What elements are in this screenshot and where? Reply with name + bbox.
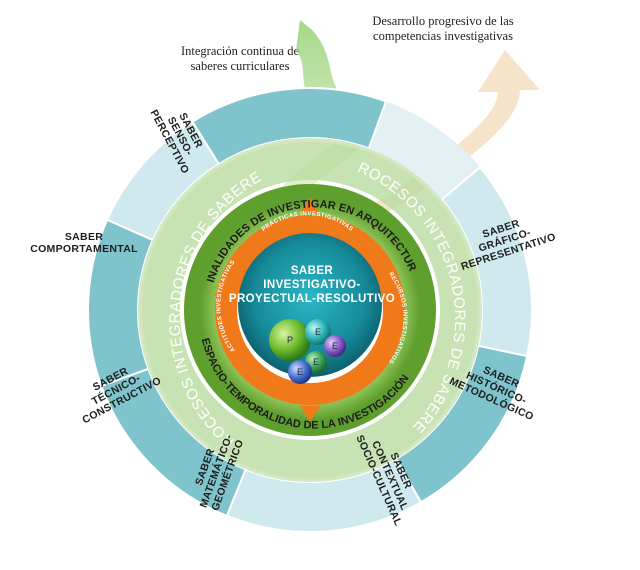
sphere-e-purple-label: E <box>332 341 338 351</box>
sector-label-line: SABER <box>65 231 103 243</box>
curricular-integration-note: Integración continua de saberes curricul… <box>180 44 299 73</box>
sphere-e-teal-label: E <box>315 327 321 337</box>
center-title-line-2: INVESTIGATIVO- <box>263 279 360 291</box>
sphere-e-green-label: E <box>313 357 319 367</box>
pe-spheres: P E E E E <box>269 319 346 384</box>
center-title-line-1: SABER <box>291 265 334 277</box>
sphere-p <box>269 319 311 361</box>
sphere-e-purple <box>324 335 346 357</box>
sphere-p-label: P <box>287 335 293 345</box>
sector-label-line: COMPORTAMENTAL <box>30 243 138 255</box>
outer-sectors <box>87 87 533 533</box>
sphere-e-blue-label: E <box>297 367 303 377</box>
center-title-line-3: PROYECTUAL-RESOLUTIVO <box>229 293 395 305</box>
sphere-e-blue <box>288 360 312 384</box>
sphere-e-teal <box>305 319 331 345</box>
procesos-ring <box>138 138 482 482</box>
orange-band <box>214 198 406 422</box>
progressive-development-note: Desarrollo progresivo de las competencia… <box>372 14 514 43</box>
center-title: SABER INVESTIGATIVO- PROYECTUAL-RESOLUTI… <box>229 265 395 305</box>
